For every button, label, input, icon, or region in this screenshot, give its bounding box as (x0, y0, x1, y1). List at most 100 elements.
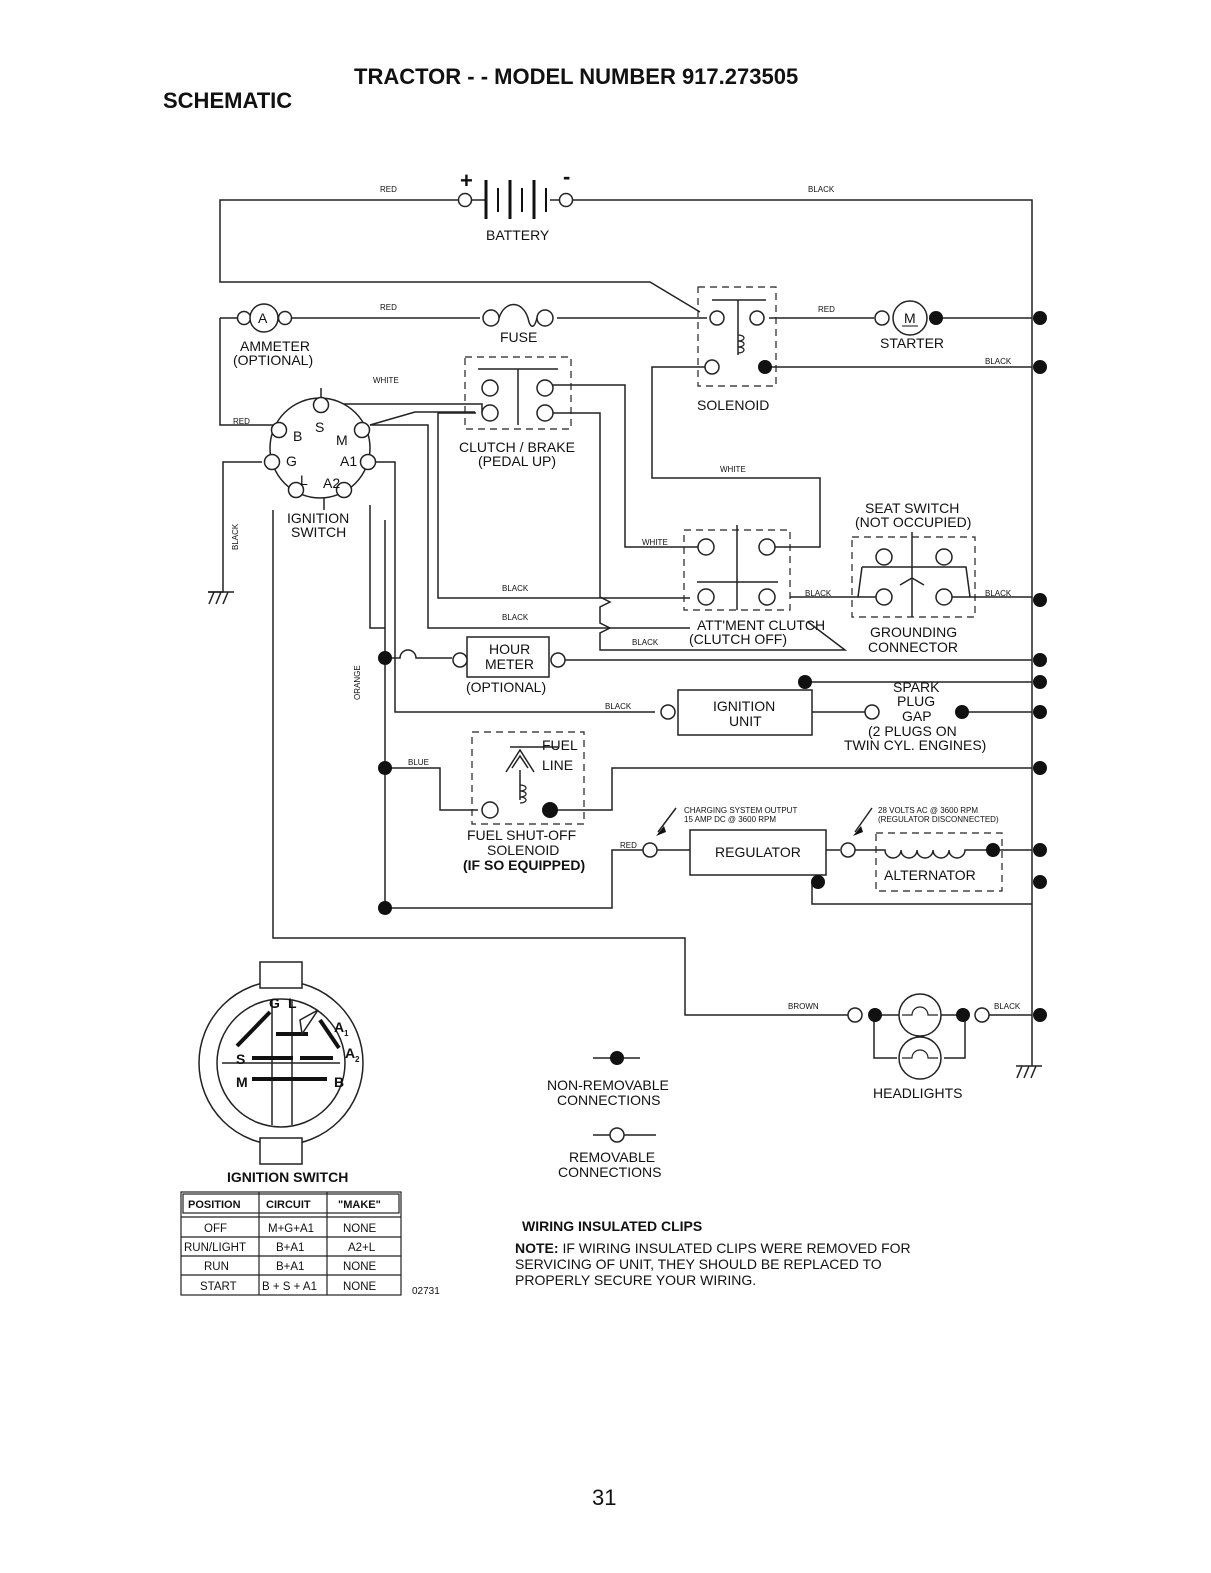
svg-text:M: M (336, 432, 348, 448)
svg-text:RED: RED (380, 303, 397, 312)
seat-switch: SEAT SWITCH (NOT OCCUPIED) GROUNDING CON… (851, 500, 976, 655)
svg-text:FUEL: FUEL (542, 737, 578, 753)
svg-text:CONNECTOR: CONNECTOR (868, 639, 958, 655)
svg-text:L: L (300, 472, 308, 488)
svg-text:PROPERLY SECURE YOUR WIRING.: PROPERLY SECURE YOUR WIRING. (515, 1272, 756, 1288)
svg-text:SPARK: SPARK (893, 679, 940, 695)
table-cell: A2+L (348, 1242, 376, 1254)
table-cell: NONE (343, 1261, 377, 1273)
battery-plus: + (460, 168, 473, 193)
svg-text:WIRING INSULATED CLIPS: WIRING INSULATED CLIPS (522, 1218, 702, 1234)
svg-text:BLACK: BLACK (985, 357, 1012, 366)
svg-text:BLACK: BLACK (502, 584, 529, 593)
svg-text:BLACK: BLACK (502, 613, 529, 622)
svg-text:BLACK: BLACK (632, 638, 659, 647)
svg-text:BLUE: BLUE (408, 758, 429, 767)
wires (208, 199, 1033, 1066)
svg-text:ALTERNATOR: ALTERNATOR (884, 867, 976, 883)
fuel-shutoff-solenoid: FUEL LINE FUEL SHUT-OFF SOLENOID (IF SO … (463, 731, 585, 873)
ignition-unit: IGNITION UNIT (660, 689, 813, 736)
ignition-switch-face: G L A 1 A 2 S M B (198, 961, 364, 1165)
svg-text:(IF SO EQUIPPED): (IF SO EQUIPPED) (463, 857, 585, 873)
battery-label: BATTERY (486, 227, 550, 243)
wiring-note: WIRING INSULATED CLIPS NOTE: IF WIRING I… (515, 1218, 911, 1288)
regulator: REGULATOR CHARGING SYSTEM OUTPUT 15 AMP … (642, 806, 856, 889)
svg-text:(CLUTCH OFF): (CLUTCH OFF) (689, 631, 787, 647)
section-title: SCHEMATIC (163, 88, 292, 113)
attachment-clutch-switch: ATT'MENT CLUTCH (CLUTCH OFF) (683, 525, 825, 647)
svg-text:CONNECTIONS: CONNECTIONS (558, 1164, 661, 1180)
svg-text:SWITCH: SWITCH (291, 524, 346, 540)
battery-minus: - (563, 164, 570, 189)
ground-symbol-right (1016, 1065, 1042, 1079)
svg-text:GROUNDING: GROUNDING (870, 624, 957, 640)
svg-text:WHITE: WHITE (373, 376, 399, 385)
table-header: POSITION (188, 1199, 241, 1211)
headlights: HEADLIGHTS (847, 993, 990, 1101)
svg-text:REGULATOR: REGULATOR (715, 844, 801, 860)
svg-text:RED: RED (818, 305, 835, 314)
svg-text:IGNITION: IGNITION (713, 698, 775, 714)
svg-text:BLACK: BLACK (994, 1002, 1021, 1011)
svg-text:A: A (334, 1019, 344, 1035)
table-cell: B+A1 (276, 1261, 304, 1273)
page-number: 31 (592, 1485, 616, 1510)
ammeter: A AMMETER (OPTIONAL) (233, 303, 313, 368)
svg-text:G: G (286, 453, 297, 469)
svg-text:(2 PLUGS ON: (2 PLUGS ON (868, 723, 957, 739)
svg-text:A: A (345, 1045, 355, 1061)
ignition-switch-table: IGNITION SWITCH POSITION CIRCUIT "MAKE" … (180, 1169, 402, 1296)
table-cell: OFF (204, 1223, 227, 1235)
table-header: CIRCUIT (266, 1199, 311, 1211)
svg-text:BLACK: BLACK (985, 589, 1012, 598)
svg-text:2: 2 (355, 1055, 360, 1064)
svg-text:SOLENOID: SOLENOID (697, 397, 769, 413)
table-cell: B + S + A1 (262, 1281, 317, 1293)
table-cell: B+A1 (276, 1242, 304, 1254)
svg-text:(OPTIONAL): (OPTIONAL) (466, 679, 546, 695)
alternator: ALTERNATOR 28 VOLTS AC @ 3600 RPM (REGUL… (853, 806, 1003, 892)
svg-text:RED: RED (620, 841, 637, 850)
battery: + - BATTERY (457, 164, 574, 243)
diagram-id: 02731 (412, 1286, 440, 1297)
legend: NON-REMOVABLE CONNECTIONS REMOVABLE CONN… (547, 1051, 669, 1180)
svg-text:IGNITION: IGNITION (287, 510, 349, 526)
svg-text:15 AMP DC @ 3600 RPM: 15 AMP DC @ 3600 RPM (684, 815, 776, 824)
svg-text:(REGULATOR DISCONNECTED): (REGULATOR DISCONNECTED) (878, 815, 999, 824)
svg-text:AMMETER: AMMETER (240, 338, 310, 354)
svg-text:STARTER: STARTER (880, 335, 944, 351)
svg-text:BLACK: BLACK (808, 185, 835, 194)
svg-text:G: G (269, 995, 280, 1011)
svg-text:SERVICING OF UNIT, THEY SHOULD: SERVICING OF UNIT, THEY SHOULD BE REPLAC… (515, 1256, 882, 1272)
svg-text:SOLENOID: SOLENOID (487, 842, 559, 858)
svg-text:A: A (258, 310, 268, 326)
svg-text:S: S (315, 419, 324, 435)
svg-text:B: B (293, 428, 302, 444)
svg-text:CLUTCH / BRAKE: CLUTCH / BRAKE (459, 439, 575, 455)
ignition-switch-schematic: B S M G A1 L A2 IGNITION SWITCH (263, 396, 377, 540)
svg-text:(NOT OCCUPIED): (NOT OCCUPIED) (855, 514, 971, 530)
svg-text:BLACK: BLACK (231, 523, 240, 550)
svg-text:CHARGING SYSTEM OUTPUT: CHARGING SYSTEM OUTPUT (684, 806, 797, 815)
starter: M STARTER (874, 300, 944, 351)
svg-text:METER: METER (485, 656, 534, 672)
spark-plug: SPARK PLUG GAP (2 PLUGS ON TWIN CYL. ENG… (844, 679, 986, 753)
table-cell: NONE (343, 1223, 377, 1235)
svg-text:FUEL SHUT-OFF: FUEL SHUT-OFF (467, 827, 576, 843)
svg-text:LINE: LINE (542, 757, 573, 773)
solenoid: SOLENOID (697, 286, 777, 413)
svg-text:28 VOLTS AC @ 3600 RPM: 28 VOLTS AC @ 3600 RPM (878, 806, 978, 815)
table-cell: NONE (343, 1281, 377, 1293)
table-cell: RUN (204, 1261, 229, 1273)
svg-text:L: L (288, 995, 297, 1011)
table-header: "MAKE" (338, 1199, 381, 1211)
svg-text:A1: A1 (340, 453, 357, 469)
wire-labels: RED BLACK RED RED BLACK WHITE RED WHITE … (231, 185, 1021, 1011)
svg-text:RED: RED (233, 417, 250, 426)
svg-text:HOUR: HOUR (489, 641, 530, 657)
svg-text:WHITE: WHITE (720, 465, 746, 474)
svg-text:TWIN CYL. ENGINES): TWIN CYL. ENGINES) (844, 737, 986, 753)
svg-text:HEADLIGHTS: HEADLIGHTS (873, 1085, 962, 1101)
svg-text:REMOVABLE: REMOVABLE (569, 1149, 655, 1165)
